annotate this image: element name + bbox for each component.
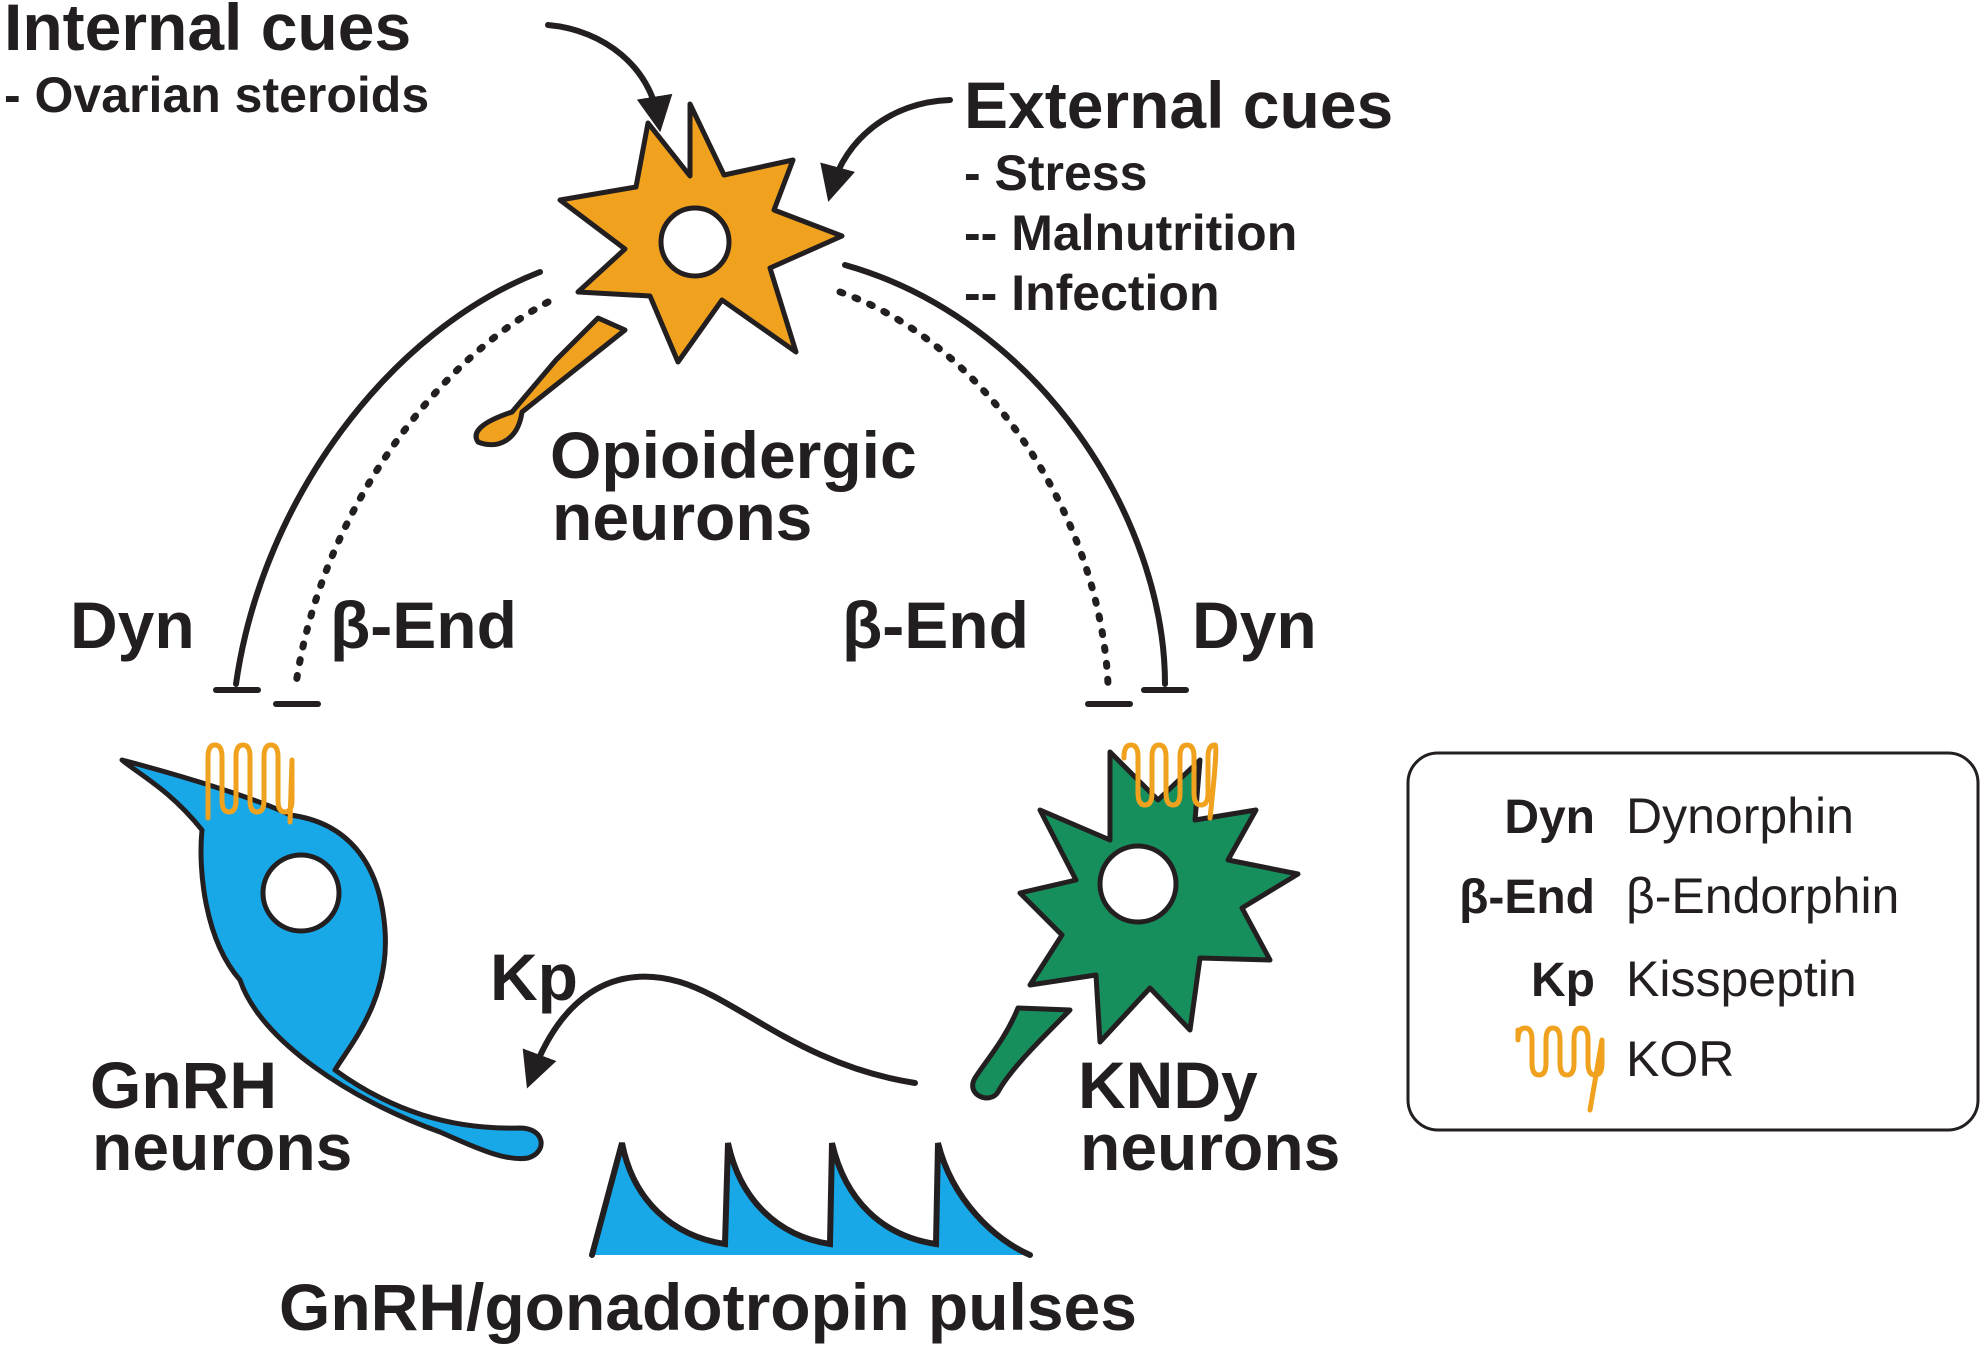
kndy-label-line1: KNDy xyxy=(1078,1048,1258,1122)
legend-full-kor: KOR xyxy=(1626,1031,1734,1087)
legend-full-dyn: Dynorphin xyxy=(1626,788,1854,844)
internal-cues-arrow xyxy=(545,22,673,133)
gnrh-kor-receptor-icon xyxy=(205,742,295,825)
legend-abbr-dyn: Dyn xyxy=(1504,791,1595,844)
dyn-right-label: Dyn xyxy=(1192,588,1317,662)
bend-right-projection xyxy=(836,288,1112,688)
opioidergic-neuron xyxy=(473,101,845,448)
opioidergic-label-line1: Opioidergic xyxy=(550,418,917,492)
kp-arrow xyxy=(522,973,918,1089)
external-cue-malnutrition: -- Malnutrition xyxy=(964,205,1297,261)
internal-cues-item: - Ovarian steroids xyxy=(4,67,429,123)
dyn-left-label: Dyn xyxy=(70,588,195,662)
gnrh-cell-body xyxy=(119,757,544,1162)
gnrh-label-line1: GnRH xyxy=(90,1048,277,1122)
legend-box xyxy=(1406,751,1980,1132)
kndy-neuron xyxy=(970,742,1301,1101)
legend: Dyn Dynorphin β-End β-Endorphin Kp Kissp… xyxy=(1406,751,1980,1132)
kndy-kor-receptor-icon xyxy=(1121,742,1219,821)
opioidergic-nucleus xyxy=(658,205,732,279)
kndy-axon xyxy=(970,1005,1073,1101)
legend-full-bend: β-Endorphin xyxy=(1626,868,1899,924)
bend-left-label: β-End xyxy=(330,588,517,662)
gnrh-neuron xyxy=(119,742,544,1162)
opioidergic-axon xyxy=(473,315,628,448)
gnrh-pulses-outline xyxy=(589,1142,1033,1258)
legend-abbr-bend: β-End xyxy=(1459,871,1595,924)
kp-label: Kp xyxy=(490,940,578,1014)
external-cues-title: External cues xyxy=(964,68,1393,142)
gnrh-nucleus xyxy=(260,852,342,934)
legend-kor-icon xyxy=(1515,1025,1605,1113)
dyn-right-projection xyxy=(842,262,1168,687)
gnrh-label-line2: neurons xyxy=(92,1110,352,1184)
dyn-left-projection xyxy=(233,269,543,687)
kndy-label-line2: neurons xyxy=(1080,1110,1340,1184)
kndy-nucleus xyxy=(1097,843,1179,925)
gnrh-pulses-fill xyxy=(592,1143,1030,1255)
external-cues-arrow xyxy=(820,97,953,202)
pulses-label: GnRH/gonadotropin pulses xyxy=(279,1270,1137,1344)
bend-left-projection xyxy=(292,298,552,688)
internal-cues-title: Internal cues xyxy=(4,0,411,64)
external-cue-infection: -- Infection xyxy=(964,265,1220,321)
legend-full-kp: Kisspeptin xyxy=(1626,951,1857,1007)
external-cue-stress: - Stress xyxy=(964,145,1147,201)
opioidergic-label-line2: neurons xyxy=(552,480,812,554)
bend-right-label: β-End xyxy=(842,588,1029,662)
legend-abbr-kp: Kp xyxy=(1531,954,1595,1007)
